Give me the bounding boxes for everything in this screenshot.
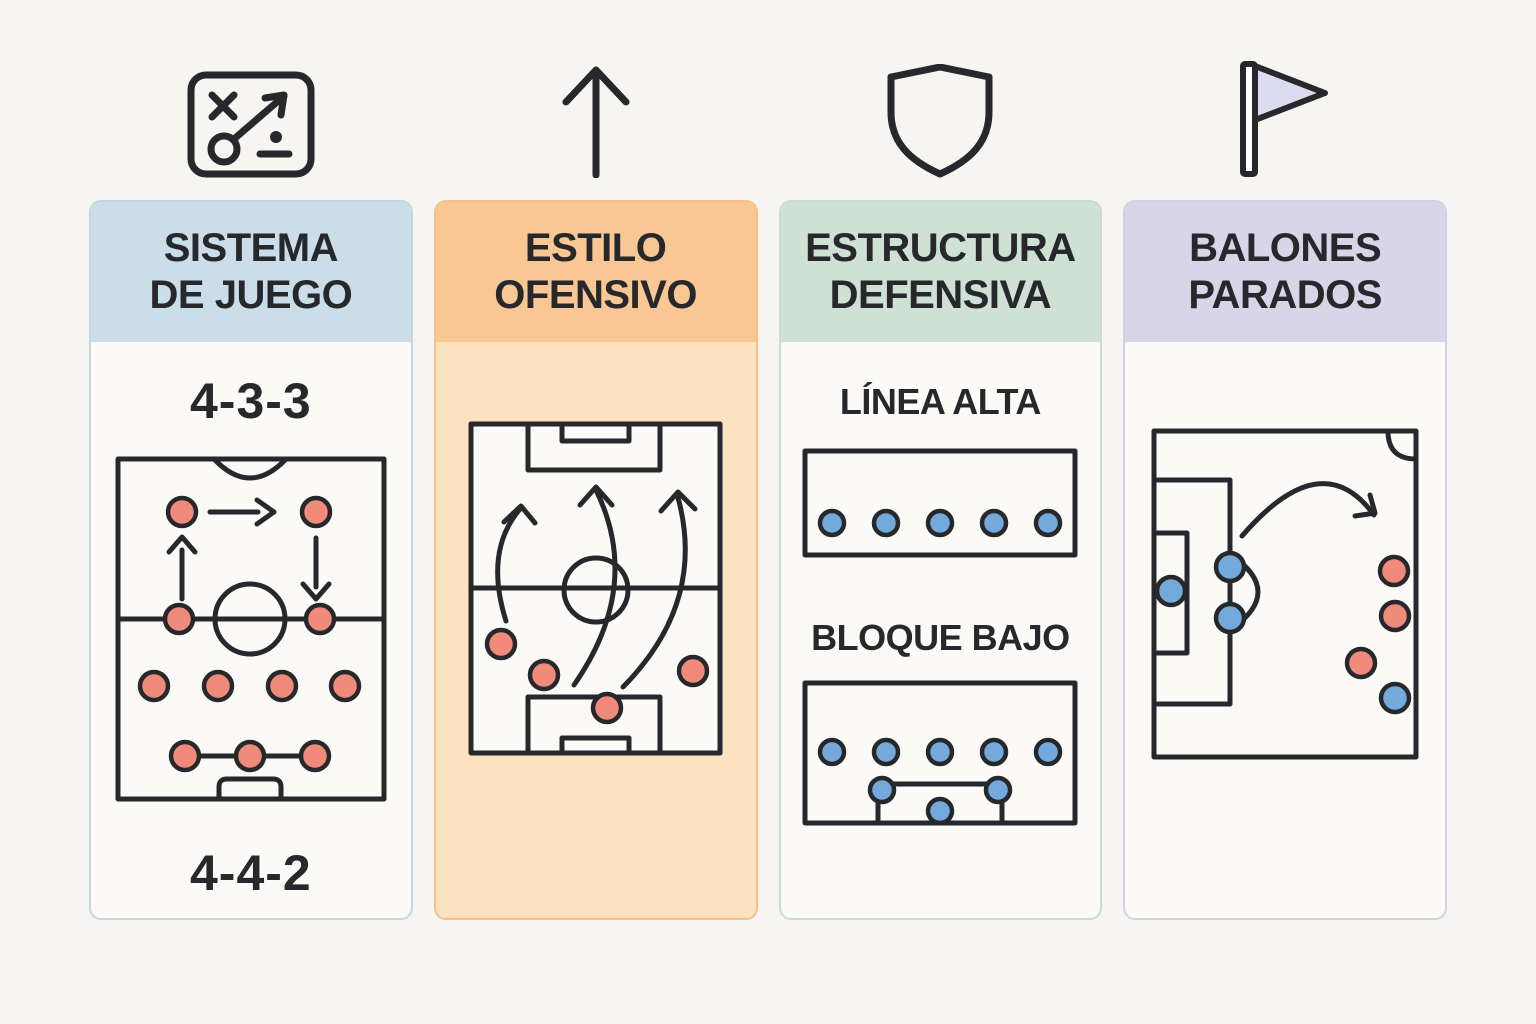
blue-players xyxy=(1154,550,1412,715)
blue-defenders xyxy=(818,508,1063,538)
linea-alta-label: LÍNEA ALTA xyxy=(839,381,1041,422)
card-estilo-ofensivo: ESTILO OFENSIVO xyxy=(433,200,758,920)
card-header: ESTRUCTURA DEFENSIVA xyxy=(780,202,1101,342)
columns-container: SISTEMA DE JUEGO 4-3-3 xyxy=(89,0,1447,920)
card-title: ESTILO OFENSIVO xyxy=(494,225,697,319)
icon-area xyxy=(779,0,1103,200)
card-body xyxy=(436,342,756,918)
tactics-board-icon xyxy=(187,71,315,178)
title-line: SISTEMA xyxy=(163,226,339,271)
cross-arrow xyxy=(1239,481,1378,539)
title-line: DEFENSIVA xyxy=(829,273,1052,317)
bloque-bajo-label: BLOQUE BAJO xyxy=(811,617,1070,658)
movement-arrows xyxy=(166,497,332,602)
high-line-diagram xyxy=(802,448,1078,558)
card-title: SISTEMA DE JUEGO xyxy=(150,225,353,319)
red-players xyxy=(137,495,362,773)
blue-defenders xyxy=(818,737,1063,826)
card-title: ESTRUCTURA DEFENSIVA xyxy=(805,225,1076,319)
title-line: OFENSIVO xyxy=(494,273,697,317)
formation-442-label: 4-4-2 xyxy=(190,845,312,901)
low-block-diagram xyxy=(802,680,1078,826)
play-dot xyxy=(269,131,282,143)
card-header: SISTEMA DE JUEGO xyxy=(91,202,411,342)
formation-433-label: 4-3-3 xyxy=(190,373,312,429)
column-sistema-de-juego: SISTEMA DE JUEGO 4-3-3 xyxy=(89,0,413,920)
card-header: ESTILO OFENSIVO xyxy=(435,202,756,342)
set-piece-corner-diagram xyxy=(1151,428,1419,760)
red-players xyxy=(484,627,710,725)
title-line: PARADOS xyxy=(1188,273,1382,317)
card-body: 4-3-3 xyxy=(91,342,411,918)
card-sistema-de-juego: SISTEMA DE JUEGO 4-3-3 xyxy=(89,200,413,920)
card-body xyxy=(1125,342,1445,918)
icon-area xyxy=(89,0,413,200)
icon-area xyxy=(1123,0,1447,200)
red-players xyxy=(1344,554,1412,680)
corner-flag-icon xyxy=(1240,61,1329,177)
forward-run-arrows xyxy=(495,484,698,690)
shield-icon xyxy=(887,64,993,178)
formation-pitch-diagram xyxy=(115,456,387,802)
card-estructura-defensiva: ESTRUCTURA DEFENSIVA LÍNEA ALTA xyxy=(778,200,1103,920)
card-body: LÍNEA ALTA BLOQUE BAJO xyxy=(781,342,1101,918)
attacking-runs-pitch-diagram xyxy=(468,421,723,756)
card-title: BALONES PARADOS xyxy=(1188,225,1382,319)
card-balones-parados: BALONES PARADOS xyxy=(1123,200,1447,920)
column-balones-parados: BALONES PARADOS xyxy=(1123,0,1447,920)
column-estructura-defensiva: ESTRUCTURA DEFENSIVA LÍNEA ALTA xyxy=(778,0,1103,920)
title-line: BALONES xyxy=(1189,226,1382,271)
up-arrow-icon xyxy=(562,66,630,178)
icon-area xyxy=(434,0,758,200)
column-estilo-ofensivo: ESTILO OFENSIVO xyxy=(433,0,758,920)
card-header: BALONES PARADOS xyxy=(1125,202,1445,342)
title-line: ESTILO xyxy=(524,226,667,271)
title-line: DE JUEGO xyxy=(149,273,353,317)
title-line: ESTRUCTURA xyxy=(805,226,1076,271)
